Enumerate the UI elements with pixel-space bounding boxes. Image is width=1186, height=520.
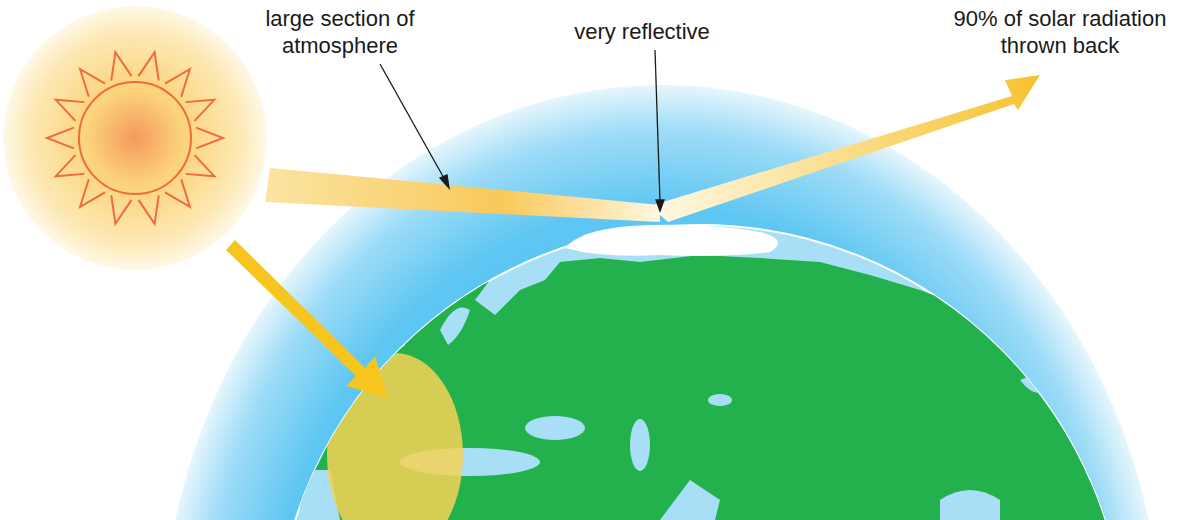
sun-ray [111, 52, 131, 81]
sun-glow [3, 6, 267, 270]
leader-line [380, 50, 664, 211]
sun-ray [165, 69, 190, 96]
annotation-label: 90% of solar radiation thrown back [940, 5, 1180, 59]
annotation-label: very reflective [542, 18, 742, 45]
atmosphere [162, 85, 1162, 520]
sun-ray [56, 100, 85, 121]
sun-ray [138, 195, 158, 224]
sun-symbol [47, 52, 223, 224]
sun-ray [80, 179, 105, 206]
sun-ray [186, 155, 215, 176]
sun-ray [47, 128, 74, 149]
direct-beam [226, 240, 388, 398]
earth [275, 225, 1125, 520]
sun-ray [165, 179, 190, 206]
sun-ray [186, 100, 215, 121]
incoming-beam [265, 168, 660, 222]
sun-ray [80, 69, 105, 96]
ice-cap [565, 225, 778, 256]
sunlit-area [327, 353, 463, 520]
sun-ray [56, 155, 85, 176]
reflected-beam [650, 75, 1040, 222]
sun-ray [111, 195, 131, 224]
sun-ray [138, 52, 158, 81]
annotation-label: large section of atmosphere [245, 5, 435, 59]
sun-ray [196, 128, 223, 149]
